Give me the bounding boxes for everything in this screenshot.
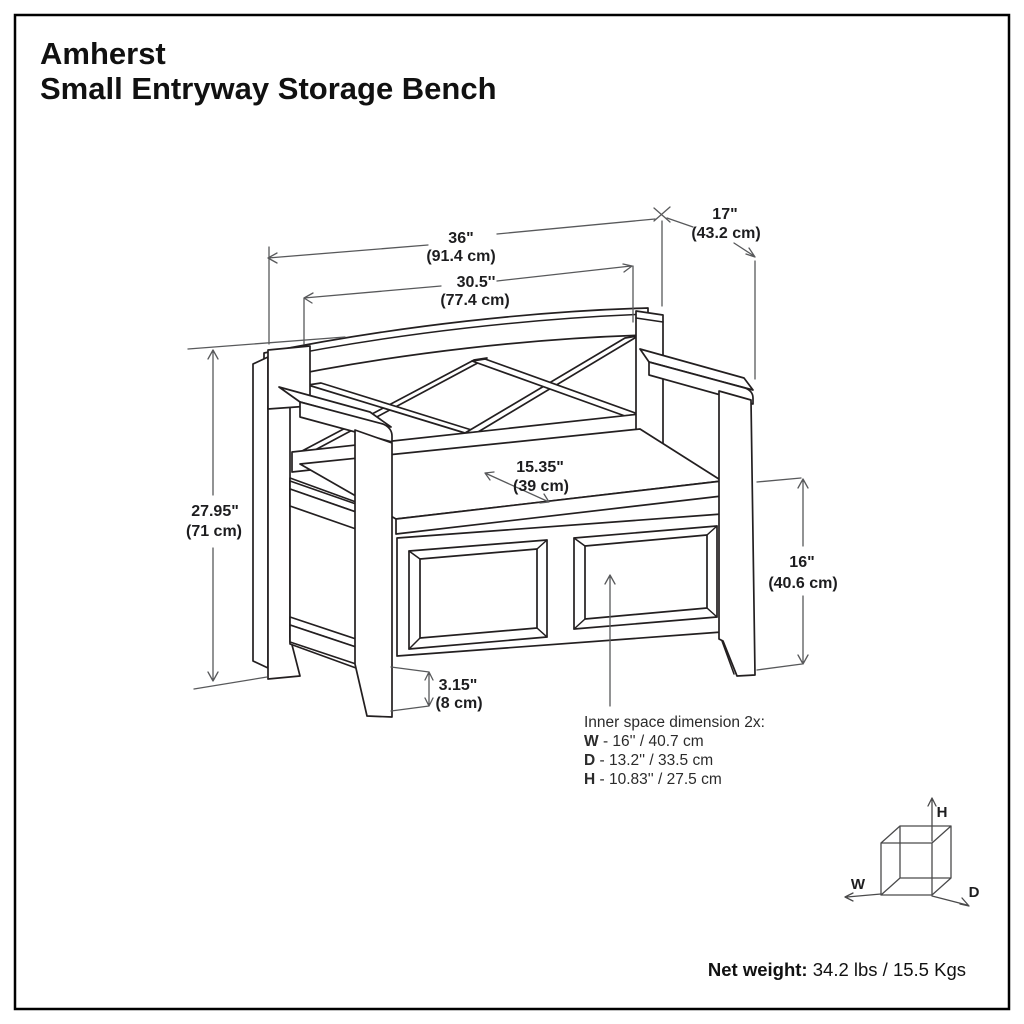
inner-space-row-h: H - 10.83'' / 27.5 cm — [584, 771, 722, 788]
bench-drawing — [252, 307, 756, 718]
overall-depth-inches: 17" — [712, 206, 737, 223]
left-side-panel — [289, 477, 357, 669]
floor-clearance-inches: 3.15" — [439, 677, 478, 694]
back-top-rail-edge — [263, 313, 649, 361]
inner-space-row-w: W - 16'' / 40.7 cm — [584, 733, 704, 750]
front-right-leg — [718, 390, 756, 677]
overall-width-metric: (91.4 cm) — [426, 248, 495, 265]
overall-height-inches: 27.95" — [191, 503, 239, 520]
dimension-floor-clearance: 3.15" (8 cm) — [390, 666, 483, 712]
seat-height-metric: (40.6 cm) — [768, 575, 837, 592]
dimension-overall-depth: 17" (43.2 cm) — [666, 206, 761, 380]
brand-title: Amherst — [40, 36, 166, 71]
page-border — [13, 13, 1011, 1011]
depth-axis-label: D — [969, 884, 980, 901]
dimension-overall-width: 36" (91.4 cm) — [267, 206, 671, 345]
dimension-back-width: 30.5'' (77.4 cm) — [303, 263, 634, 345]
width-axis-arrow — [844, 892, 882, 902]
inner-space-callout: Inner space dimension 2x: W - 16'' / 40.… — [584, 574, 765, 788]
front-left-leg — [354, 429, 393, 718]
height-axis-label: H — [937, 804, 948, 821]
left-arm — [278, 386, 393, 443]
depth-axis-arrow — [931, 895, 970, 907]
inner-space-row-d: D - 13.2'' / 33.5 cm — [584, 752, 713, 769]
floor-clearance-metric: (8 cm) — [435, 695, 482, 712]
inner-space-heading: Inner space dimension 2x: — [584, 714, 765, 731]
dimension-seat-depth: 15.35" (39 cm) — [484, 459, 569, 504]
overall-depth-metric: (43.2 cm) — [691, 225, 760, 242]
back-width-metric: (77.4 cm) — [440, 292, 509, 309]
overall-height-metric: (71 cm) — [186, 523, 242, 540]
seat-depth-metric: (39 cm) — [513, 478, 569, 495]
storage-box-front — [396, 513, 723, 657]
dimension-seat-height: 16" (40.6 cm) — [756, 477, 838, 671]
width-axis-label: W — [851, 876, 866, 893]
axis-cube-icon — [880, 825, 952, 896]
net-weight: Net weight: 34.2 lbs / 15.5 Kgs — [708, 959, 966, 980]
height-axis-arrow — [927, 797, 937, 842]
seat-height-inches: 16" — [789, 554, 814, 571]
back-width-inches: 30.5'' — [457, 274, 496, 291]
title-block: Amherst Small Entryway Storage Bench — [40, 36, 497, 106]
seat-depth-inches: 15.35" — [516, 459, 564, 476]
axis-cube-legend: H W D — [844, 797, 980, 907]
product-title: Small Entryway Storage Bench — [40, 71, 497, 106]
overall-width-inches: 36" — [448, 230, 473, 247]
dimension-overall-height: 27.95" (71 cm) — [186, 336, 346, 690]
